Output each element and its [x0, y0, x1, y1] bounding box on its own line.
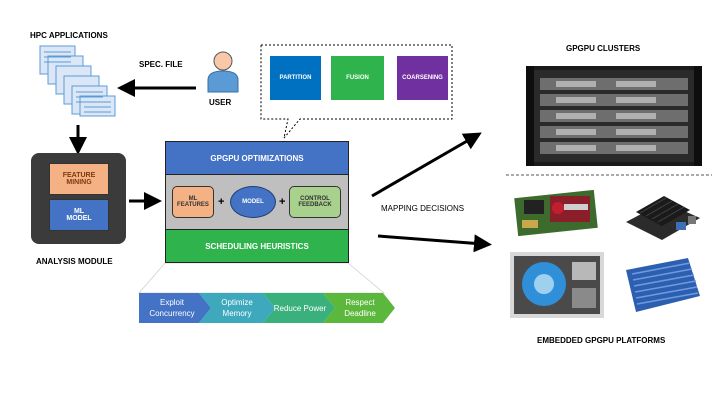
goal-label-3: Reduce Power: [273, 303, 327, 313]
embedded-board-image-3: [510, 252, 604, 318]
user-icon: [207, 51, 239, 93]
model-circle: MODEL: [230, 186, 276, 218]
embedded-board-image-1: [514, 184, 598, 240]
plus-sign-1: +: [218, 196, 225, 208]
user-label: USER: [209, 98, 232, 107]
hpc-applications-label: HPC APPLICATIONS: [30, 31, 108, 40]
goal-chevron-2: [199, 293, 275, 323]
spec-file-label: SPEC. FILE: [139, 60, 183, 69]
mapping-decisions-label: MAPPING DECISIONS: [381, 204, 465, 213]
control-feedback-box: CONTROL FEEDBACK: [289, 186, 341, 218]
mapping-arrow-clusters: [371, 132, 482, 198]
goal-label-4: Respect Deadline: [344, 298, 376, 318]
partition-box: PARTITION: [270, 56, 321, 100]
feature-mining-box: FEATURE MINING: [49, 163, 109, 195]
goal-chevron-4: [323, 293, 395, 323]
goal-chevron-3: [263, 293, 335, 323]
plus-sign-2: +: [279, 196, 286, 208]
gpgpu-clusters-label: GPGPU CLUSTERS: [566, 44, 641, 53]
gpgpu-cluster-image: [526, 66, 702, 166]
goal-chevron-1: [139, 293, 211, 323]
analysis-module-label: ANALYSIS MODULE: [36, 257, 113, 266]
gpgpu-optimizations-banner: GPGPU OPTIMIZATIONS: [165, 141, 349, 175]
embedded-platforms-label: EMBEDDED GPGPU PLATFORMS: [537, 336, 666, 345]
fusion-box: FUSION: [331, 56, 384, 100]
coarsening-box: COARSENING: [397, 56, 448, 100]
goal-label-2: Optimize Memory: [221, 298, 253, 318]
ml-features-box: ML FEATURES: [172, 186, 214, 218]
ml-model-box: ML MODEL: [49, 199, 109, 231]
mapping-arrow-embedded: [377, 234, 492, 253]
goals-funnel: [138, 262, 386, 294]
embedded-board-image-4: [618, 252, 706, 318]
goal-label-1: Exploit Concurrency: [149, 298, 195, 318]
embedded-board-image-2: [618, 182, 704, 244]
scheduling-heuristics-banner: SCHEDULING HEURISTICS: [165, 229, 349, 263]
